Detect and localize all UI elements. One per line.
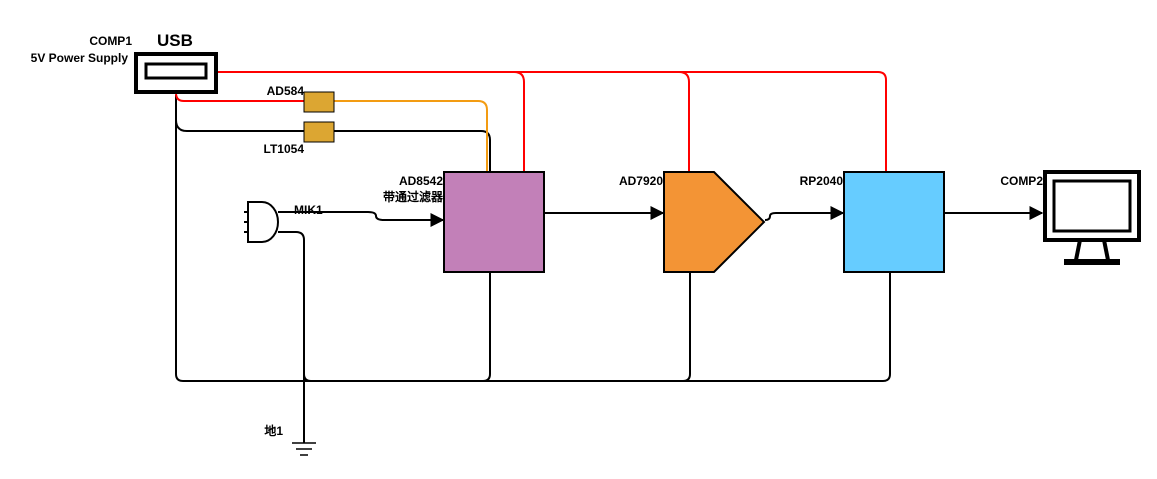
- usb-port-icon: [144, 62, 208, 80]
- comp2-label: COMP2: [1000, 174, 1043, 188]
- ad584-block[interactable]: [303, 91, 335, 113]
- lt1054-output-wire: [334, 130, 491, 172]
- comp1-label: COMP1: [89, 34, 132, 48]
- ad584-power-wire: [175, 92, 304, 102]
- lt1054-label: LT1054: [264, 142, 305, 156]
- filter-power-wire: [513, 71, 525, 172]
- filter-ground-wire: [482, 272, 491, 382]
- ad8542-filter-block[interactable]: [443, 171, 545, 273]
- ad584-ref-wire: [334, 100, 488, 172]
- mic-ground-wire: [278, 231, 305, 443]
- ad584-label: AD584: [267, 84, 305, 98]
- ad7920-adc-block[interactable]: [663, 171, 766, 273]
- usb-power-supply[interactable]: [134, 52, 218, 94]
- monitor-icon[interactable]: [1043, 170, 1141, 265]
- rp2040-label: RP2040: [800, 174, 844, 188]
- ground-label: 地1: [264, 423, 283, 438]
- microphone-icon[interactable]: [244, 201, 279, 243]
- lt1054-block[interactable]: [303, 121, 335, 143]
- adc-ground-wire: [682, 272, 691, 382]
- ground-bus-wire: [175, 95, 891, 382]
- adc-power-wire: [678, 71, 690, 172]
- ad8542-label: AD8542: [399, 174, 443, 188]
- mic-signal-wire: [278, 211, 445, 227]
- wires: [175, 71, 1044, 443]
- usb-label: USB: [157, 31, 193, 50]
- filter-desc: 带通过滤器: [383, 189, 444, 204]
- power-supply-desc: 5V Power Supply: [31, 51, 129, 65]
- rp2040-mcu-block[interactable]: [843, 171, 945, 273]
- power-rail-wire: [206, 71, 887, 172]
- mik1-label: MIK1: [294, 203, 323, 217]
- ground-symbol-icon: [292, 442, 316, 456]
- mic-bus-wire: [303, 373, 312, 382]
- adc-to-mcu-wire: [764, 206, 845, 221]
- ad7920-label: AD7920: [619, 174, 663, 188]
- lt1054-input-wire: [175, 119, 304, 132]
